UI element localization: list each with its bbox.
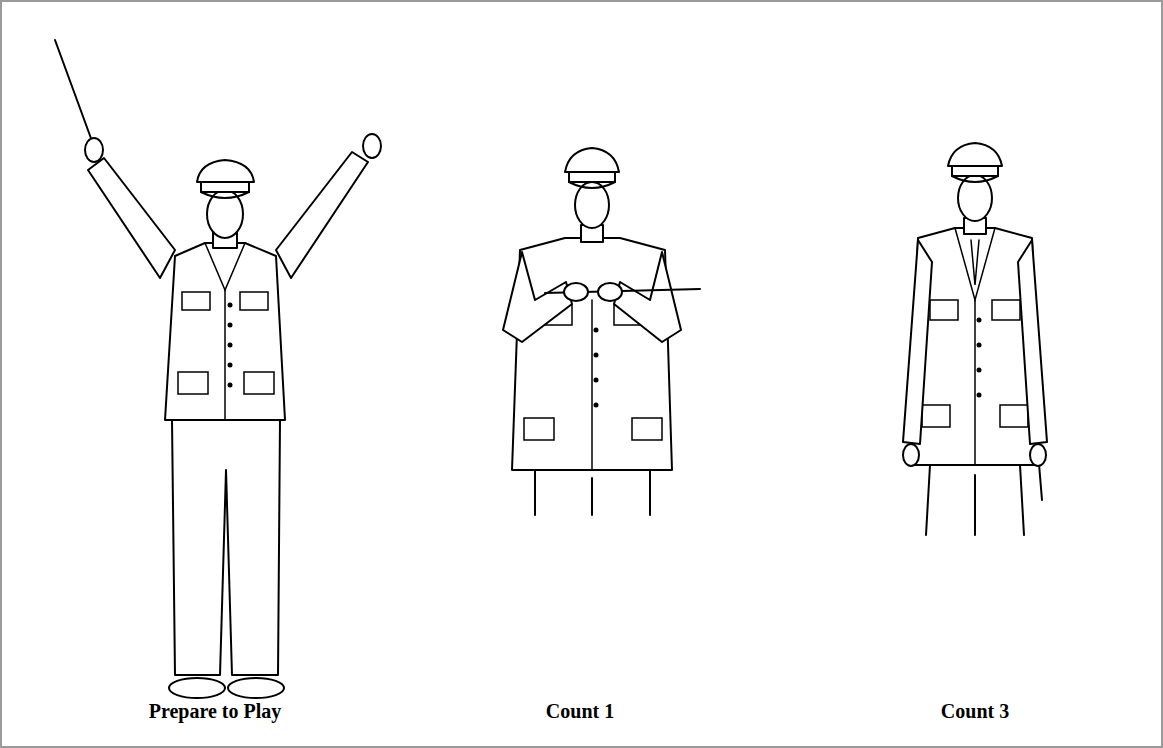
caption-cell: Prepare to Play: [144, 700, 287, 723]
conductor-figure-arms-raised: [55, 40, 381, 698]
figure-caption: Count 3: [941, 700, 1009, 723]
caption-cell: Count 3: [936, 700, 1015, 723]
figure-caption: Count 1: [546, 700, 614, 723]
conductor-figure-hands-at-chest: [503, 148, 700, 515]
caption-cell: Count 1: [541, 700, 620, 723]
figure-caption: Prepare to Play: [149, 700, 282, 723]
conductor-figure-arms-down: [903, 143, 1047, 535]
